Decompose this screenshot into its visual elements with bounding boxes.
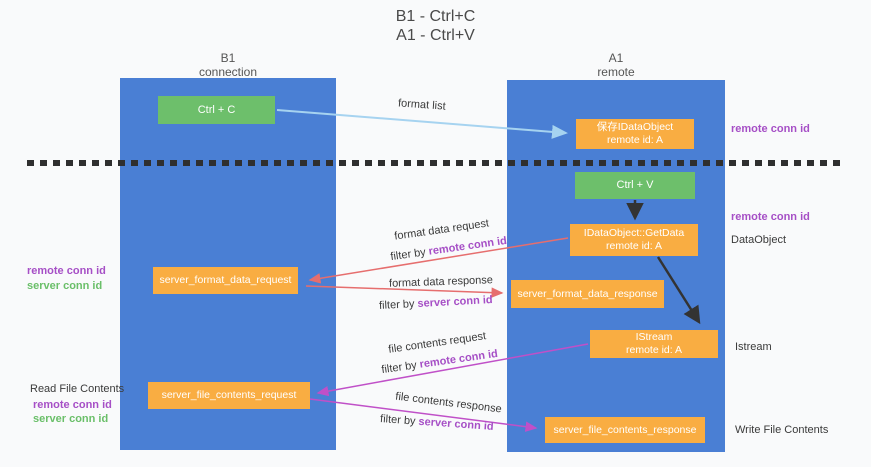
left-column-header: B1 connection	[120, 51, 336, 79]
right-column-title: A1	[608, 51, 624, 65]
server-format-data-response-label: server_format_data_response	[517, 287, 658, 300]
title-line-2: A1 - Ctrl+V	[396, 27, 475, 44]
filter-by-prefix: filter by	[389, 246, 427, 264]
diagram-title: B1 - Ctrl+C A1 - Ctrl+V	[0, 7, 871, 45]
right-remote-conn-id-label-mid: remote conn id	[731, 211, 810, 223]
right-column-header: A1 remote	[507, 51, 725, 79]
format-list-annotation: format list	[397, 97, 447, 113]
right-remote-conn-id-label-top: remote conn id	[731, 123, 810, 135]
server-format-data-request-label: server_format_data_request	[159, 274, 292, 286]
save-idataobject-line2: remote id: A	[606, 134, 664, 146]
getdata-line2: remote id: A	[605, 240, 663, 252]
file-contents-response-annotation: file contents response	[394, 390, 503, 416]
save-idataobject-box: 保存IDataObject remote id: A	[576, 119, 694, 149]
write-file-contents-label: Write File Contents	[735, 424, 829, 436]
left-column-subtitle: connection	[198, 65, 258, 79]
title-line-1: B1 - Ctrl+C	[395, 8, 476, 25]
left-remote-conn-id-label-mid: remote conn id	[27, 265, 106, 277]
filter-by-prefix: filter by	[379, 413, 416, 428]
left-column-title: B1	[220, 51, 236, 65]
istream-side-label: Istream	[735, 341, 772, 353]
server-conn-id-highlight: server conn id	[417, 294, 493, 310]
dataobject-label: DataObject	[731, 234, 787, 246]
ctrl-v-box: Ctrl + V	[575, 172, 695, 199]
istream-line1: IStream	[635, 331, 673, 343]
server-file-contents-response-label: server_file_contents_response	[553, 423, 697, 436]
format-data-response-annotation: format data response	[388, 274, 494, 290]
filter-by-prefix: filter by	[378, 298, 415, 312]
ctrl-c-label: Ctrl + C	[197, 103, 236, 116]
filter-by-prefix: filter by	[380, 359, 418, 377]
getdata-line1: IDataObject::GetData	[583, 227, 685, 239]
server-file-contents-request-box: server_file_contents_request	[148, 382, 310, 409]
left-remote-conn-id-label-bottom: remote conn id	[33, 399, 112, 411]
right-column-subtitle: remote	[597, 65, 635, 79]
server-file-contents-request-label: server_file_contents_request	[161, 389, 297, 401]
server-file-contents-response-box: server_file_contents_response	[545, 417, 705, 443]
idataobject-getdata-box: IDataObject::GetData remote id: A	[570, 224, 698, 256]
read-file-contents-label: Read File Contents	[30, 383, 125, 395]
remote-conn-id-highlight: remote conn id	[427, 234, 508, 258]
server-format-data-request-box: server_format_data_request	[153, 267, 298, 294]
istream-box: IStream remote id: A	[590, 330, 718, 358]
istream-line2: remote id: A	[625, 344, 683, 356]
remote-conn-id-highlight: remote conn id	[418, 347, 499, 371]
ctrl-v-label: Ctrl + V	[616, 179, 654, 191]
ctrl-c-box: Ctrl + C	[158, 96, 275, 124]
left-server-conn-id-label-bottom: server conn id	[33, 413, 109, 425]
server-format-data-response-box: server_format_data_response	[511, 280, 664, 308]
save-idataobject-line1: 保存IDataObject	[596, 121, 674, 133]
server-conn-id-highlight: server conn id	[418, 415, 494, 433]
left-server-conn-id-label-mid: server conn id	[27, 280, 103, 292]
